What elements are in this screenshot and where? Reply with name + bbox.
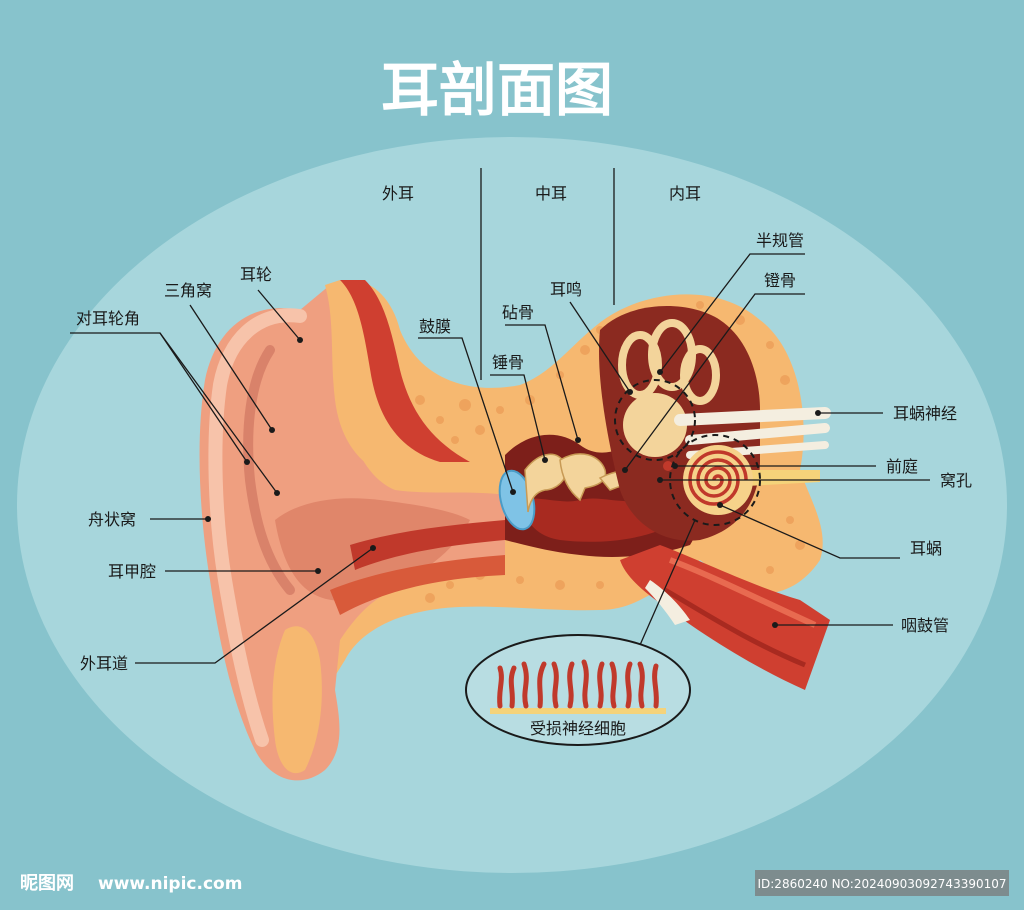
label-tinnitus: 耳鸣 [550, 280, 582, 299]
watermark-site-name: 昵图网 [20, 873, 74, 894]
label-stapes: 镫骨 [764, 271, 796, 290]
label-antihelix-crura: 对耳轮角 [76, 309, 140, 328]
page-title: 耳剖面图 [381, 56, 613, 124]
ear-canal [350, 520, 505, 570]
label-round-window: 窝孔 [940, 471, 972, 490]
incus-bone [559, 453, 607, 502]
label-helix: 耳轮 [240, 265, 272, 284]
watermark-id-box [755, 870, 1009, 896]
label-scaphoid-fossa: 舟状窝 [88, 510, 136, 529]
tendon [645, 580, 690, 625]
zoom-ring-vestibule [614, 379, 696, 461]
eustachian-tube-stripe-2 [663, 587, 806, 668]
eustachian-tube-stripe [668, 557, 817, 628]
semicircular-canals [618, 319, 720, 405]
auricular-muscle [340, 280, 470, 462]
label-concha: 耳甲腔 [108, 562, 156, 581]
vestibule-body [623, 393, 687, 457]
watermark: 昵图网 www.nipic.com ID:2860240 NO:20240903… [20, 870, 1009, 896]
section-outer-ear: 外耳 [382, 184, 414, 203]
watermark-id: ID:2860240 NO:20240903092743390107 [757, 877, 1006, 891]
section-inner-ear: 内耳 [669, 184, 701, 203]
label-damaged-cells: 受损神经细胞 [530, 719, 626, 738]
antihelix-fold [243, 345, 295, 595]
label-eustachian-tube: 咽鼓管 [901, 616, 949, 635]
damaged-cells-inset: 受损神经细胞 [465, 634, 691, 746]
earlobe-cartilage [272, 626, 322, 774]
label-malleus: 锤骨 [492, 353, 524, 372]
inset-base [490, 708, 666, 714]
leader-lines [70, 253, 930, 664]
label-semicircular-canals: 半规管 [756, 231, 804, 250]
malleus-bone [524, 453, 567, 513]
helix-rim [208, 308, 307, 747]
label-ear-canal: 外耳道 [80, 654, 128, 673]
ear-canal-lower [330, 555, 505, 615]
label-incus: 砧骨 [502, 303, 534, 322]
upper-cartilage [325, 280, 420, 480]
labels: 半规管 耳鸣 镫骨 砧骨 鼓膜 锤骨 耳轮 三角窝 对耳轮角 舟状窝 耳甲腔 外… [76, 231, 972, 673]
label-cochlea: 耳蜗 [910, 539, 942, 558]
label-cochlear-nerve: 耳蜗神经 [893, 404, 957, 423]
label-vestibule: 前庭 [886, 457, 918, 476]
damaged-hair-cells [497, 659, 659, 709]
label-eardrum: 鼓膜 [419, 317, 451, 336]
label-triangular-fossa: 三角窝 [164, 281, 212, 300]
ear-illustration [199, 280, 831, 781]
section-middle-ear: 中耳 [535, 184, 567, 203]
watermark-url: www.nipic.com [98, 874, 242, 894]
round-window-dot [663, 461, 673, 471]
